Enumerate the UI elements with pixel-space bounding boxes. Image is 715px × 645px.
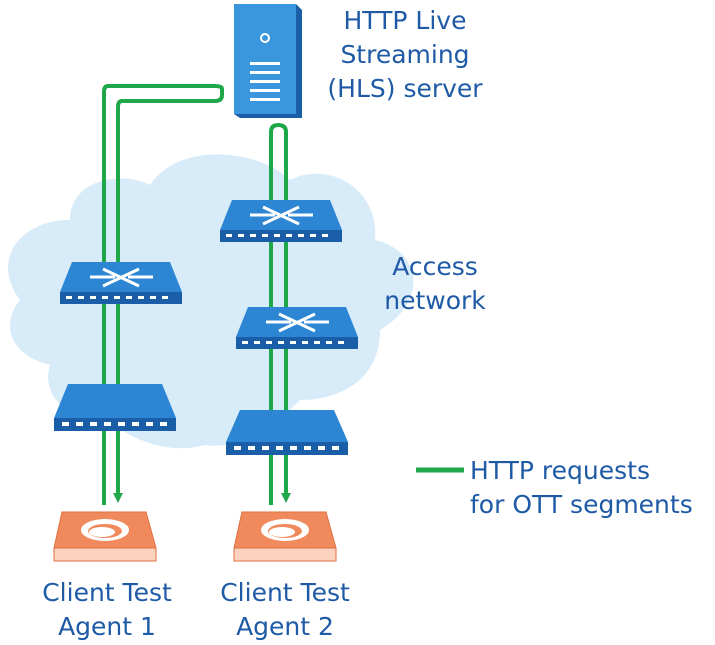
agent-label-line: Client Test (42, 578, 172, 607)
agent-1-label: Client Test Agent 1 (22, 576, 192, 644)
legend-label-line: HTTP requests (470, 456, 650, 485)
switch-icon (226, 410, 348, 455)
router-icon (60, 262, 182, 304)
agent-2-label: Client Test Agent 2 (200, 576, 370, 644)
http-request-path-agent-1 (102, 84, 224, 505)
server-label: HTTP Live Streaming (HLS) server (310, 4, 500, 106)
router-icon (220, 200, 342, 242)
access-network-label-line: network (384, 286, 486, 315)
server-label-line: HTTP Live (343, 6, 467, 35)
switch-icon (54, 384, 176, 431)
server-label-line: (HLS) server (327, 74, 483, 103)
test-agent-icon (53, 511, 157, 562)
access-network-label-line: Access (392, 252, 478, 281)
router-icon (236, 307, 358, 349)
agent-label-line: Agent 1 (58, 612, 156, 641)
legend-label-line: for OTT segments (470, 490, 693, 519)
legend-label: HTTP requests for OTT segments (470, 454, 715, 522)
server-icon (234, 4, 302, 118)
http-request-path-agent-2 (269, 123, 291, 505)
server-label-line: Streaming (340, 40, 470, 69)
test-agent-icon (233, 511, 337, 562)
agent-label-line: Agent 2 (236, 612, 334, 641)
agent-label-line: Client Test (220, 578, 350, 607)
access-network-label: Access network (360, 250, 510, 318)
